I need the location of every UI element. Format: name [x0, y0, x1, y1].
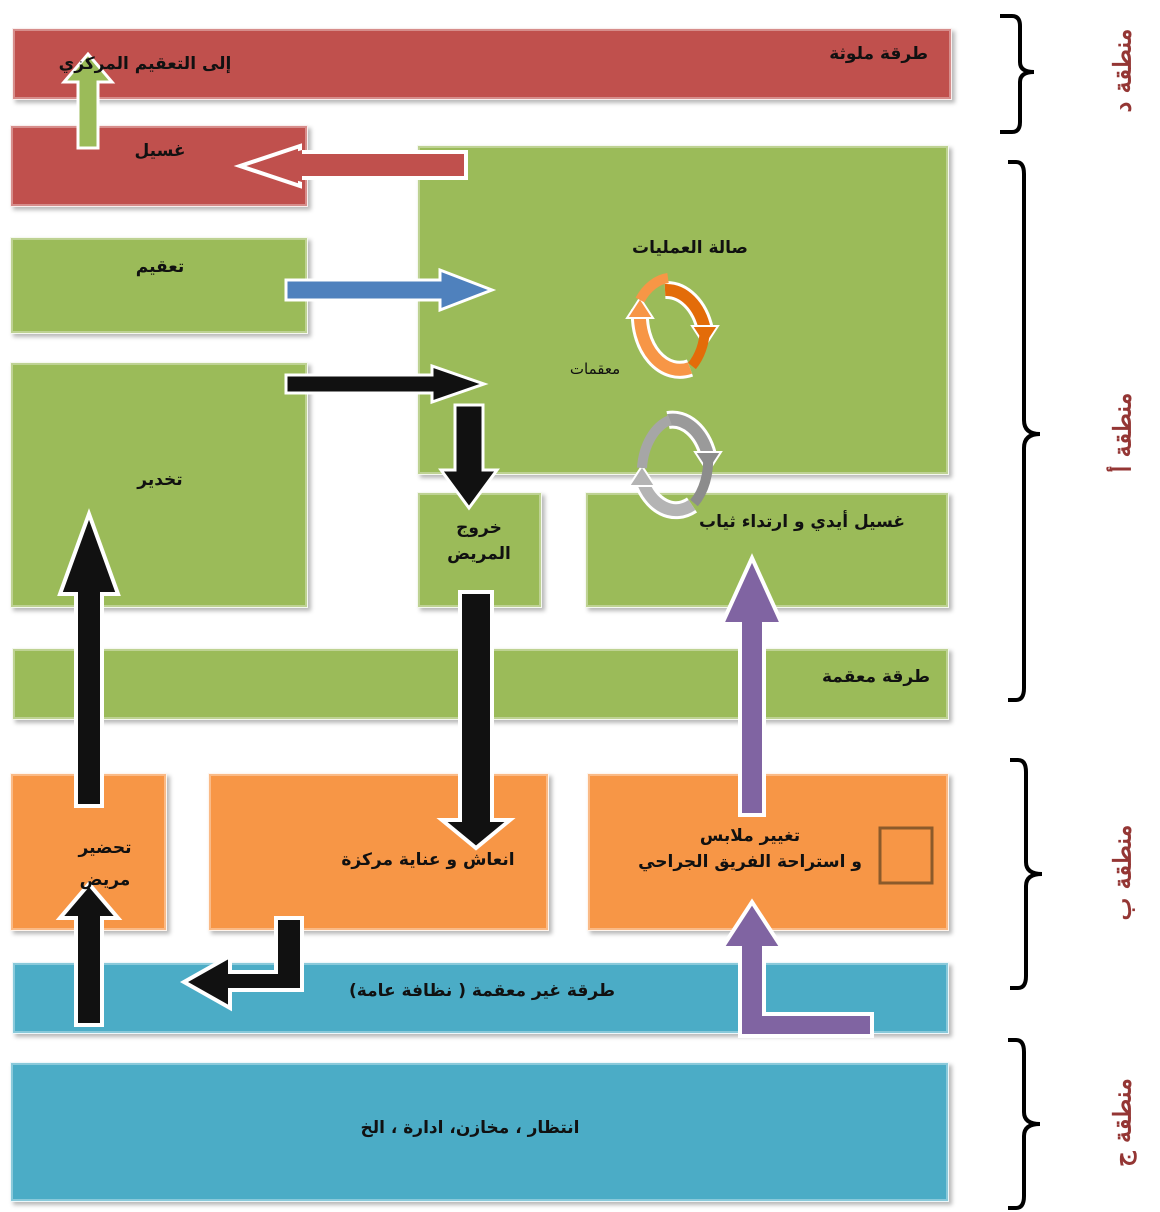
change-clothes-label-line2: و استراحة الفريق الجراحي [638, 852, 862, 872]
contaminated-corridor-label: طرقة ملوثة [829, 44, 928, 64]
black-up-arrow-short-icon [55, 880, 123, 1027]
orange-cycle-icon [625, 273, 720, 379]
hand-washing-label: غسيل أيدي و ارتداء ثياب [698, 512, 905, 532]
waiting-stores-label: انتظار ، مخازن، ادارة ، الخ [360, 1118, 580, 1138]
to-central-sterilization-label: إلى التعقيم المركزي [58, 54, 232, 74]
sterilization-box [10, 237, 308, 334]
patient-prep-label-line2: مريض [79, 870, 131, 890]
black-elbow-arrow-icon [179, 916, 304, 1012]
anesthesia-label: تخدير [137, 470, 183, 490]
square-symbol-icon [878, 826, 934, 885]
purple-long-up-arrow-icon [718, 553, 786, 817]
patient-exit-label-line1: خروج [456, 518, 502, 538]
zone-c-label: منطقة ج [1107, 1078, 1137, 1167]
zone-b-bracket [1010, 758, 1043, 990]
sterilization-label: تعقيم [135, 257, 185, 277]
change-clothes-box [587, 773, 949, 931]
blue-right-arrow-icon [284, 267, 497, 313]
washing-label: غسيل [134, 141, 186, 161]
purple-elbow-arrow-icon [718, 898, 874, 1038]
anesthesia-box [10, 362, 308, 608]
zone-d-bracket [1000, 14, 1035, 134]
operating-hall-label: صالة العمليات [632, 238, 748, 258]
black-long-down-arrow-icon [436, 590, 516, 851]
patient-exit-label-line2: المريض [447, 544, 511, 564]
zone-c-bracket [1008, 1038, 1041, 1210]
sterilized-items-label: معقمات [569, 360, 621, 378]
zone-b-label: منطقة ب [1107, 824, 1137, 921]
change-clothes-label-line1: تغيير ملابس [699, 826, 801, 846]
non-sterile-corridor-label: طرقة غير معقمة ( نظافة عامة) [349, 981, 615, 1001]
zone-a-label: منطقة أ [1107, 392, 1137, 473]
black-down-arrow-icon [438, 403, 500, 511]
grey-cycle-icon [627, 410, 723, 520]
zone-a-bracket [1008, 160, 1041, 702]
green-up-arrow-icon [60, 51, 116, 150]
zone-d-label: منطقة د [1107, 28, 1137, 113]
sterile-corridor-label: طرقة معقمة [821, 667, 930, 687]
black-right-arrow-icon [284, 363, 489, 405]
recovery-icu-label: انعاش و عناية مركزة [341, 850, 515, 870]
patient-prep-label-line1: تحضير [78, 838, 132, 858]
contaminated-corridor-box [12, 28, 952, 100]
black-long-up-arrow-icon [57, 508, 121, 808]
waiting-stores-box [10, 1062, 949, 1202]
